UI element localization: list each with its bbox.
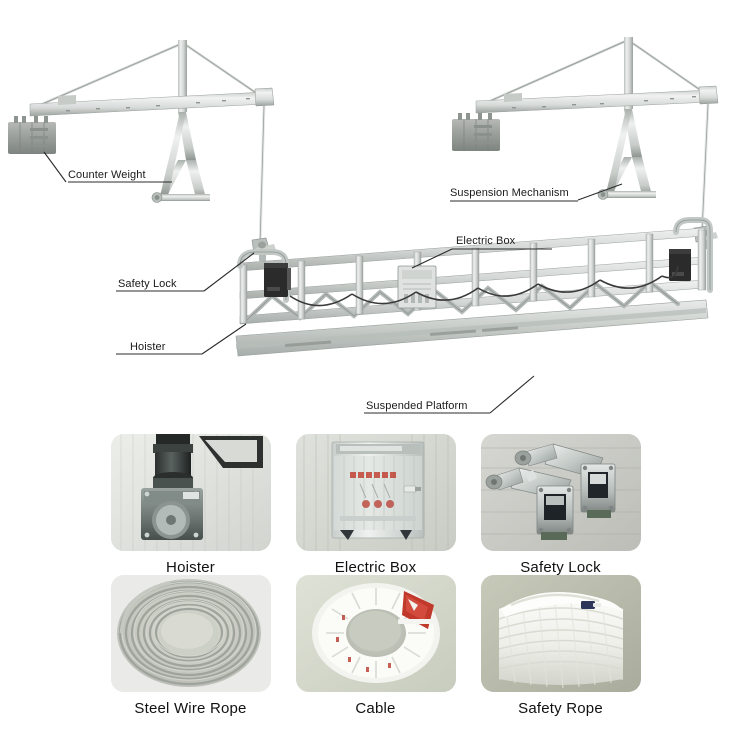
leader-electric-box — [411, 248, 453, 269]
thumbnail-caption-electric-box: Electric Box — [334, 559, 417, 576]
thumbnail-caption-cable: Cable — [355, 700, 396, 717]
component-thumbnail-grid: Hoister — [0, 428, 750, 750]
callout-leader-lines — [43, 151, 623, 414]
thumbnail-cell-hoister[interactable]: Hoister — [98, 434, 283, 584]
assembly-diagram-panel: Counter Weight Suspension Mechanism Elec… — [8, 37, 719, 414]
right-suspension-mechanism — [452, 37, 719, 233]
right-counter-weight — [452, 113, 500, 151]
platform-electric-box — [397, 265, 437, 309]
thumbnail-caption-safety-lock: Safety Lock — [520, 559, 601, 576]
thumbnail-image-hoister — [110, 434, 271, 551]
callout-label-suspension-mechanism: Suspension Mechanism — [450, 187, 569, 199]
thumbnail-cell-cable[interactable]: Cable — [283, 575, 468, 725]
leader-safety-lock — [203, 252, 255, 292]
callout-label-suspended-platform: Suspended Platform — [366, 400, 468, 412]
thumbnail-caption-safety-rope: Safety Rope — [518, 700, 603, 717]
left-hoister — [264, 263, 291, 297]
left-counter-weight — [8, 116, 56, 154]
callout-label-counter-weight: Counter Weight — [68, 169, 146, 181]
thumbnail-caption-steel-wire-rope: Steel Wire Rope — [134, 700, 247, 717]
thumbnail-image-safety-lock — [480, 434, 641, 551]
thumbnail-image-safety-rope — [480, 575, 641, 692]
thumbnail-caption-hoister: Hoister — [166, 559, 215, 576]
thumbnail-cell-electric-box[interactable]: Electric Box — [283, 434, 468, 584]
thumbnail-image-steel-wire-rope — [110, 575, 271, 692]
leader-hoister — [201, 323, 247, 355]
leader-counter-weight — [43, 151, 67, 183]
left-suspension-mechanism — [8, 40, 275, 246]
thumbnail-cell-safety-lock[interactable]: Safety Lock — [468, 434, 653, 584]
thumbnail-image-electric-box — [295, 434, 456, 551]
callout-label-hoister: Hoister — [130, 341, 166, 353]
suspended-platform — [235, 217, 718, 357]
thumbnail-cell-steel-wire-rope[interactable]: Steel Wire Rope — [98, 575, 283, 725]
thumbnail-cell-safety-rope[interactable]: Safety Rope — [468, 575, 653, 725]
assembly-diagram-svg — [8, 37, 719, 414]
callout-label-safety-lock: Safety Lock — [118, 278, 177, 290]
leader-suspension-mechanism — [577, 183, 623, 201]
thumbnail-image-cable — [295, 575, 456, 692]
callout-label-electric-box: Electric Box — [456, 235, 516, 247]
right-hoister — [669, 249, 691, 281]
leader-suspended-platform — [489, 375, 535, 414]
